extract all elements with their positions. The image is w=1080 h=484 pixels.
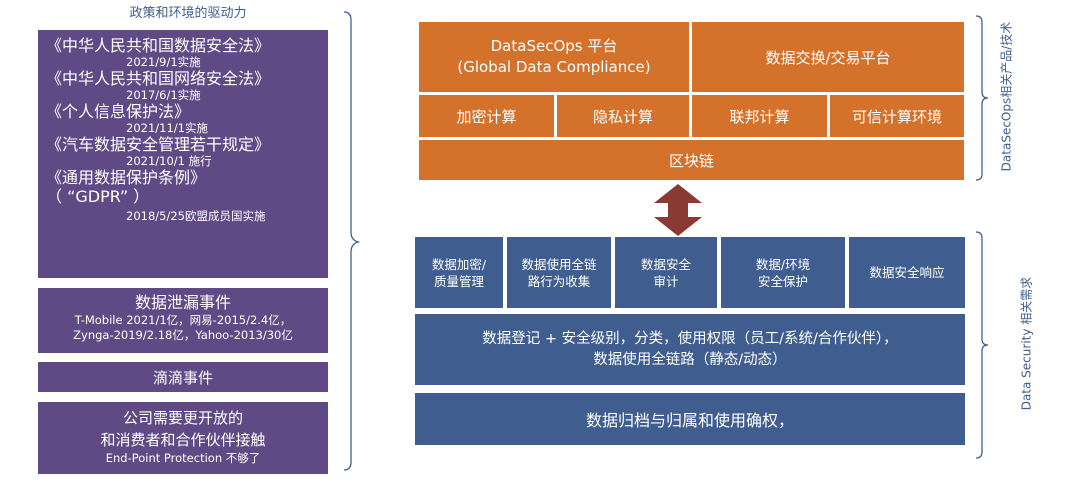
tech-box-encryption: 加密计算 — [419, 95, 554, 137]
left-brace — [343, 11, 360, 471]
tech-label: 可信计算环境 — [851, 107, 942, 126]
datasecops-platform-subtitle: (Global Data Compliance) — [457, 58, 651, 76]
data-archive-box: 数据归档与归属和使用确权， — [415, 393, 965, 445]
datasecops-platform-title: DataSecOps 平台 — [490, 37, 618, 55]
datasecops-platform-box: DataSecOps 平台 (Global Data Compliance) — [419, 22, 689, 92]
tech-label: 隐私计算 — [592, 107, 653, 126]
law-title: 《中华人民共和国网络安全法》 — [46, 69, 271, 88]
company-line: End-Point Protection 不够了 — [105, 451, 261, 465]
law-item: 《中华人民共和国网络安全法》 2017/6/1实施 — [38, 69, 328, 102]
law-item: 《通用数据保护条例》 （ “GDPR” ） 2018/5/25欧盟成员国实施 — [38, 168, 328, 223]
req-box-env-protection: 数据/环境 安全保护 — [721, 237, 845, 308]
req-line: 数据使用全链 — [521, 256, 597, 272]
blockchain-box: 区块链 — [419, 140, 964, 180]
didi-panel: 滴滴事件 — [38, 362, 328, 392]
laws-panel: 《中华人民共和国数据安全法》 2021/9/1实施 《中华人民共和国网络安全法》… — [38, 30, 328, 278]
register-line: 数据使用全链路（静态/动态） — [593, 351, 787, 368]
req-line: 数据安全 — [640, 256, 691, 272]
tech-box-trusted: 可信计算环境 — [830, 95, 964, 137]
law-date: 2021/10/1 施行 — [126, 154, 212, 168]
company-line: 和消费者和合作伙伴接触 — [100, 431, 266, 449]
register-line: 数据登记 + 安全级别，分类，使用权限（员工/系统/合作伙伴）， — [482, 330, 898, 347]
company-line: 公司需要更开放的 — [122, 409, 243, 427]
req-line: 质量管理 — [433, 273, 484, 289]
tech-label: 联邦计算 — [729, 107, 790, 126]
law-date: 2018/5/25欧盟成员国实施 — [126, 209, 266, 223]
bidirectional-arrow-icon — [654, 184, 702, 236]
company-panel: 公司需要更开放的 和消费者和合作伙伴接触 End-Point Protectio… — [38, 402, 328, 474]
tech-box-privacy: 隐私计算 — [557, 95, 689, 137]
req-line: 路行为收集 — [527, 273, 591, 289]
security-requirements-label: Data Security 相关需求 — [1019, 276, 1034, 411]
req-line: 审计 — [653, 273, 679, 289]
law-date: 2021/11/1实施 — [126, 121, 208, 135]
breach-panel: 数据泄漏事件 T-Mobile 2021/1亿，网易-2015/2.4亿， Zy… — [38, 288, 328, 353]
archive-label: 数据归档与归属和使用确权， — [585, 411, 794, 430]
data-register-box: 数据登记 + 安全级别，分类，使用权限（员工/系统/合作伙伴）， 数据使用全链路… — [415, 314, 965, 385]
breach-line: Zynga-2019/2.18亿，Yahoo-2013/30亿 — [73, 328, 293, 342]
tech-label: 加密计算 — [456, 107, 517, 126]
req-line: 数据/环境 — [755, 256, 811, 272]
req-line: 安全保护 — [757, 273, 808, 289]
tech-box-federated: 联邦计算 — [692, 95, 827, 137]
req-line: 数据安全响应 — [869, 265, 945, 280]
law-title-cont: （ “GDPR” ） — [46, 187, 150, 206]
req-line: 数据加密/ — [431, 256, 487, 272]
bottom-right-brace — [975, 231, 989, 459]
req-box-response: 数据安全响应 — [849, 237, 965, 308]
law-title: 《个人信息保护法》 — [46, 102, 191, 121]
law-title: 《中华人民共和国数据安全法》 — [46, 36, 271, 55]
top-right-brace — [975, 15, 989, 181]
law-item: 《个人信息保护法》 2021/11/1实施 — [38, 102, 328, 135]
breach-title: 数据泄漏事件 — [134, 293, 231, 312]
req-box-encryption-quality: 数据加密/ 质量管理 — [415, 237, 503, 308]
products-tech-label: DataSecOps相关产品/技术 — [999, 21, 1014, 172]
law-item: 《汽车数据安全管理若干规定》 2021/10/1 施行 — [38, 135, 328, 168]
law-date: 2021/9/1实施 — [126, 55, 201, 69]
drivers-heading: 政策和环境的驱动力 — [129, 6, 247, 21]
exchange-platform-box: 数据交换/交易平台 — [692, 22, 964, 92]
didi-label: 滴滴事件 — [152, 368, 213, 387]
req-box-audit: 数据安全 审计 — [615, 237, 717, 308]
exchange-platform-label: 数据交换/交易平台 — [765, 48, 891, 67]
blockchain-label: 区块链 — [668, 151, 714, 170]
law-title: 《汽车数据安全管理若干规定》 — [46, 135, 271, 154]
law-title: 《通用数据保护条例》 — [46, 168, 207, 187]
breach-line: T-Mobile 2021/1亿，网易-2015/2.4亿， — [74, 313, 292, 327]
law-item: 《中华人民共和国数据安全法》 2021/9/1实施 — [38, 36, 328, 69]
req-box-usage-collection: 数据使用全链 路行为收集 — [507, 237, 611, 308]
law-date: 2017/6/1实施 — [126, 88, 201, 102]
